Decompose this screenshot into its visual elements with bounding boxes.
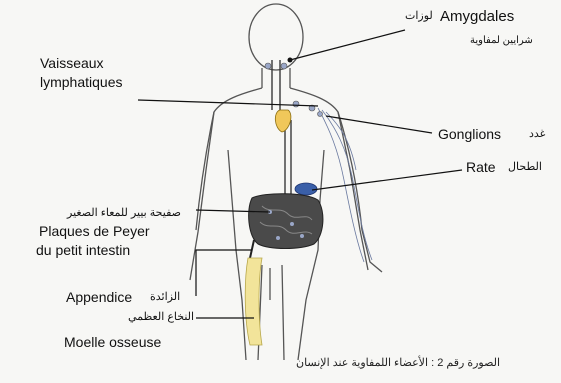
legs: [258, 265, 284, 360]
neck: [262, 68, 290, 88]
label-gonglions-ar: غدد: [529, 128, 545, 141]
pointer-vaisseaux: [138, 100, 318, 106]
label-gonglions-fr: Gonglions: [438, 126, 501, 142]
label-vaisseaux-fr-1: Vaisseaux: [40, 55, 104, 71]
figure-caption: الصورة رقم 2 : الأعضاء اللمفاوية عند الإ…: [296, 357, 500, 370]
label-appendice-ar: الزائدة: [150, 291, 180, 304]
cervical-nodes: [265, 63, 323, 117]
label-peyer-fr-2: du petit intestin: [36, 242, 130, 258]
thymus: [275, 110, 291, 132]
label-amygdales-ar: لوزات: [405, 10, 433, 23]
label-moelle-ar: النخاع العظمي: [128, 311, 194, 324]
pointer-rate: [312, 170, 462, 190]
label-moelle-fr: Moelle osseuse: [64, 334, 161, 350]
intestines: [249, 194, 323, 249]
appendix: [250, 240, 254, 258]
spleen: [295, 183, 317, 195]
label-rate-fr: Rate: [466, 159, 496, 175]
pointer-appendice: [196, 250, 252, 296]
label-peyer-fr-1: Plaques de Peyer: [39, 223, 150, 239]
pointer-lines: [138, 30, 462, 318]
pointer-amygdales: [290, 30, 405, 60]
label-amygdales-sub-ar: شرايين لمفاوية: [470, 35, 533, 47]
waist-left: [228, 150, 246, 360]
head: [249, 4, 303, 70]
label-peyer-ar: صفيحة بيير للمعاء الصغير: [67, 207, 181, 220]
label-rate-ar: الطحال: [508, 161, 542, 174]
label-vaisseaux-fr-2: lymphatiques: [40, 74, 123, 90]
waist-right: [298, 150, 324, 360]
label-appendice-fr: Appendice: [66, 289, 132, 305]
label-amygdales-fr: Amygdales: [440, 8, 514, 25]
bone-marrow-femur: [245, 258, 262, 345]
